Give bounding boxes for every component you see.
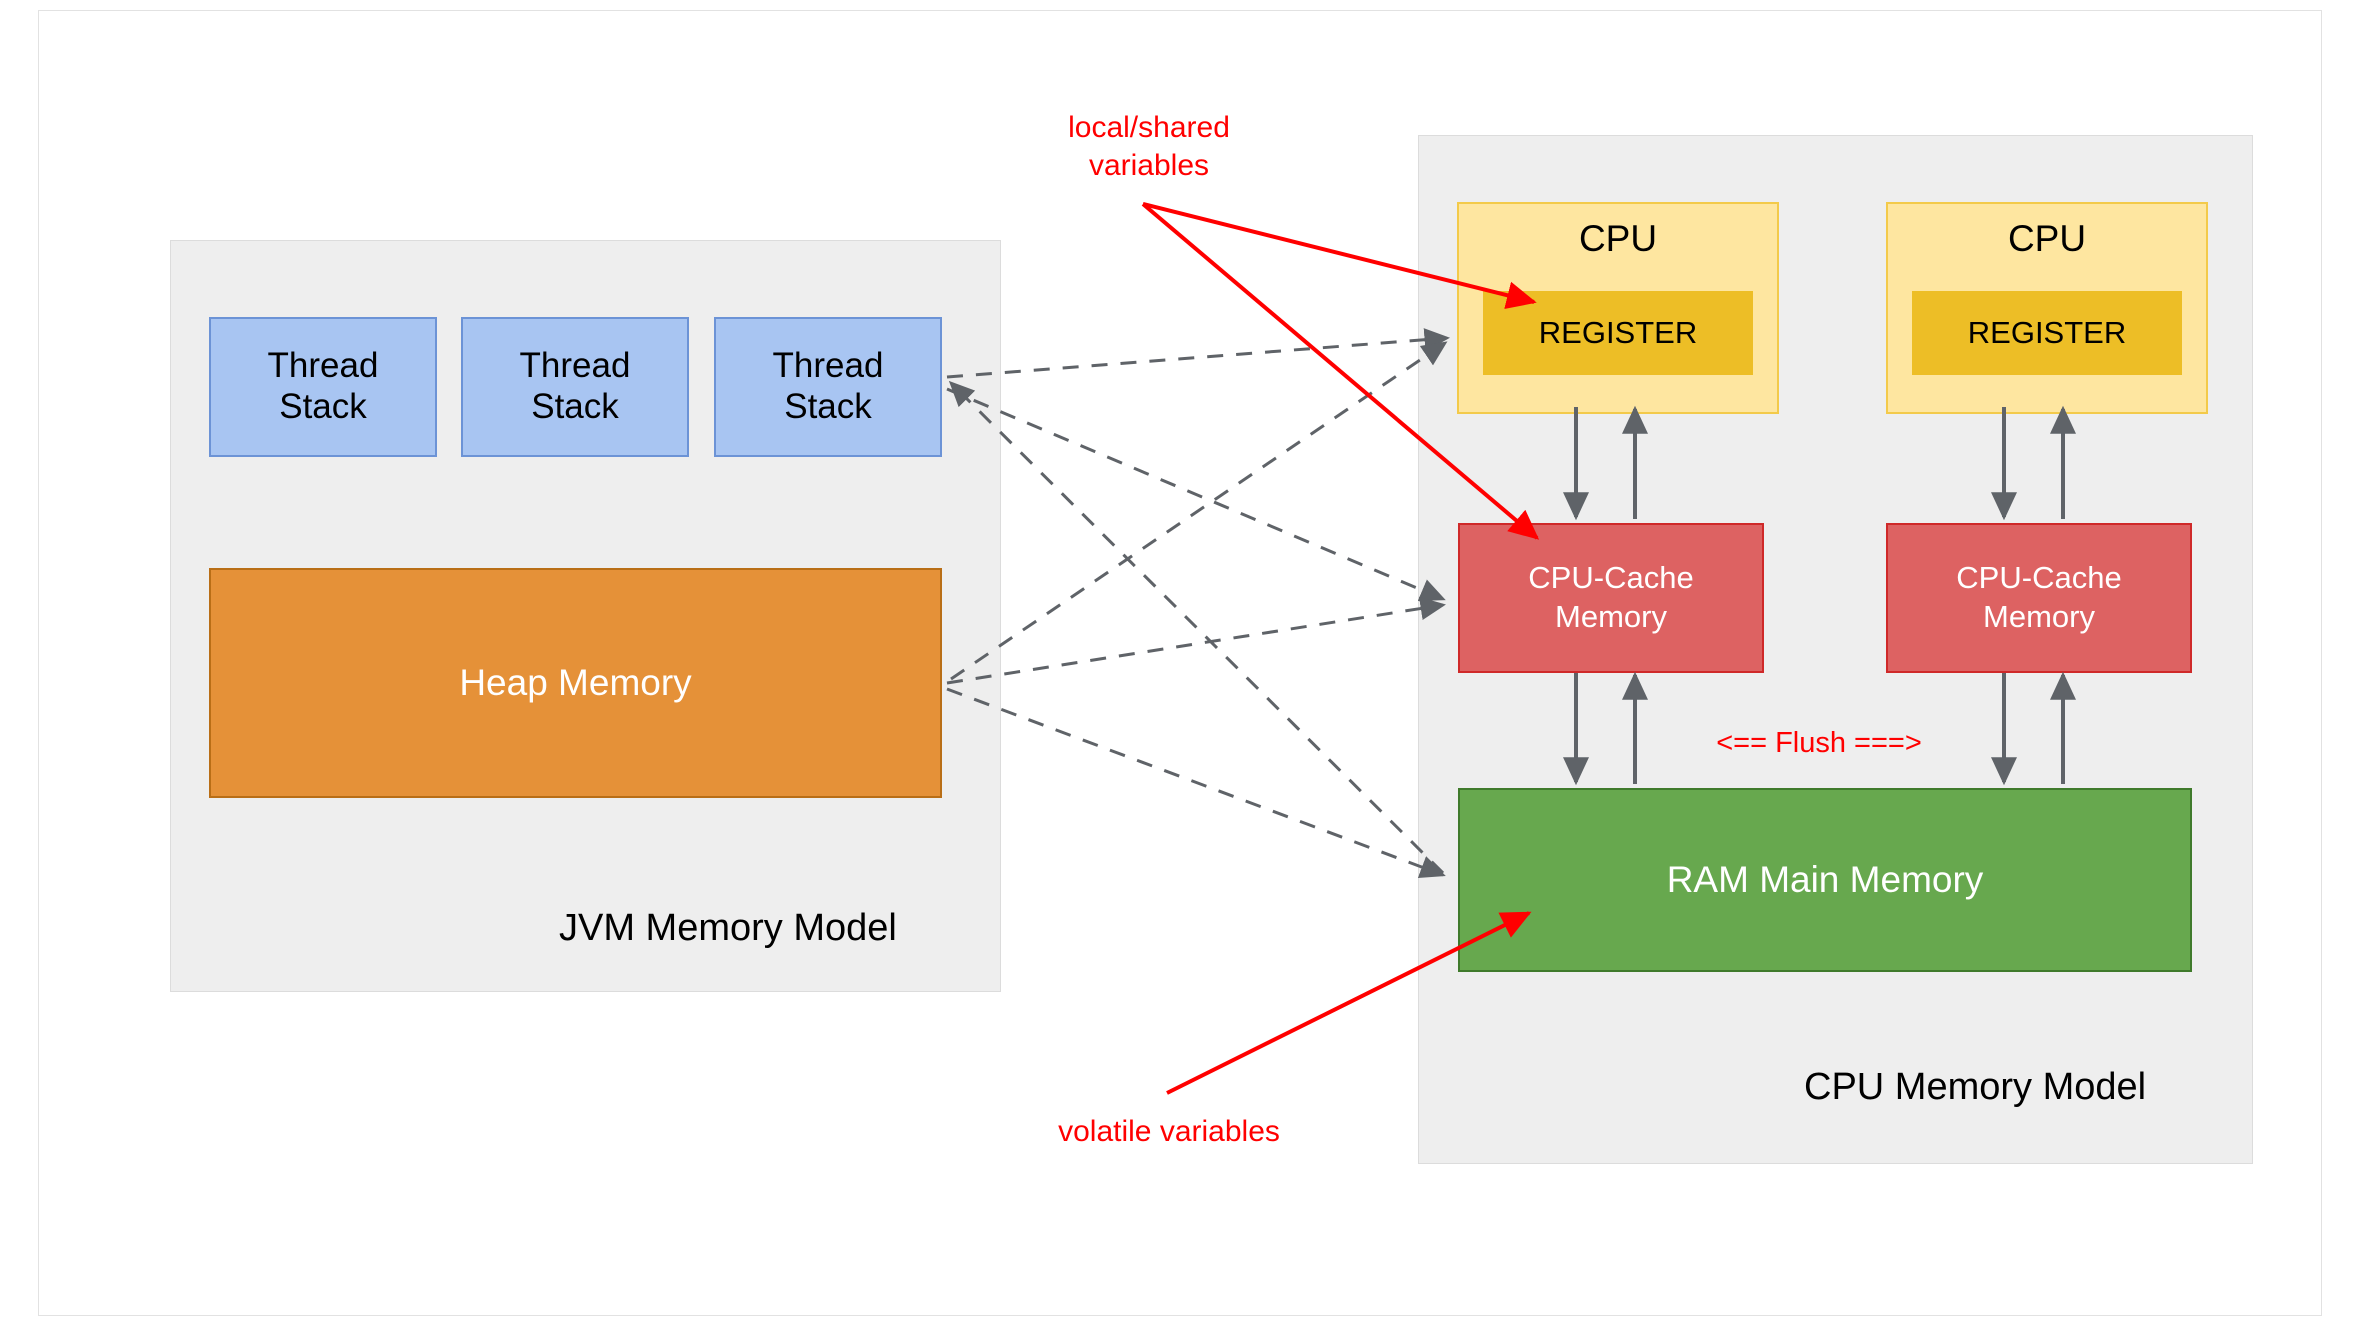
register-box-2[interactable]: REGISTER: [1912, 291, 2182, 375]
connector-ram-to-threadstack: [948, 380, 1445, 875]
thread-stack-box-3[interactable]: Thread Stack: [714, 317, 942, 457]
heap-memory-box[interactable]: Heap Memory: [209, 568, 942, 798]
diagram-frame: Thread Stack Thread Stack Thread Stack H…: [38, 10, 2322, 1316]
connector-heap-to-ram: [946, 687, 1446, 879]
thread-stack-box-2[interactable]: Thread Stack: [461, 317, 689, 457]
jvm-memory-model-title: JVM Memory Model: [559, 907, 897, 949]
thread-stack-box-1[interactable]: Thread Stack: [209, 317, 437, 457]
connector-threadstack-to-cache: [946, 387, 1446, 602]
connector-heap-to-cache: [946, 596, 1446, 685]
cpu-box-2[interactable]: CPU REGISTER: [1886, 202, 2208, 414]
ram-main-memory-box[interactable]: RAM Main Memory: [1458, 788, 2192, 972]
local-shared-variables-annotation: local/shared variables: [1068, 111, 1230, 182]
connector-heap-to-register: [950, 341, 1448, 681]
cpu-cache-memory-box-1[interactable]: CPU-Cache Memory: [1458, 523, 1764, 673]
volatile-variables-annotation: volatile variables: [1058, 1115, 1280, 1148]
flush-annotation: <== Flush ===>: [1716, 727, 1922, 759]
register-box-1[interactable]: REGISTER: [1483, 291, 1753, 375]
cpu-box-1[interactable]: CPU REGISTER: [1457, 202, 1779, 414]
cpu-cache-memory-box-2[interactable]: CPU-Cache Memory: [1886, 523, 2192, 673]
connector-threadstack-to-register: [946, 328, 1450, 379]
cpu-label-2: CPU: [2007, 218, 2087, 259]
cpu-label-1: CPU: [1578, 218, 1658, 259]
cpu-memory-model-title: CPU Memory Model: [1804, 1066, 2147, 1108]
